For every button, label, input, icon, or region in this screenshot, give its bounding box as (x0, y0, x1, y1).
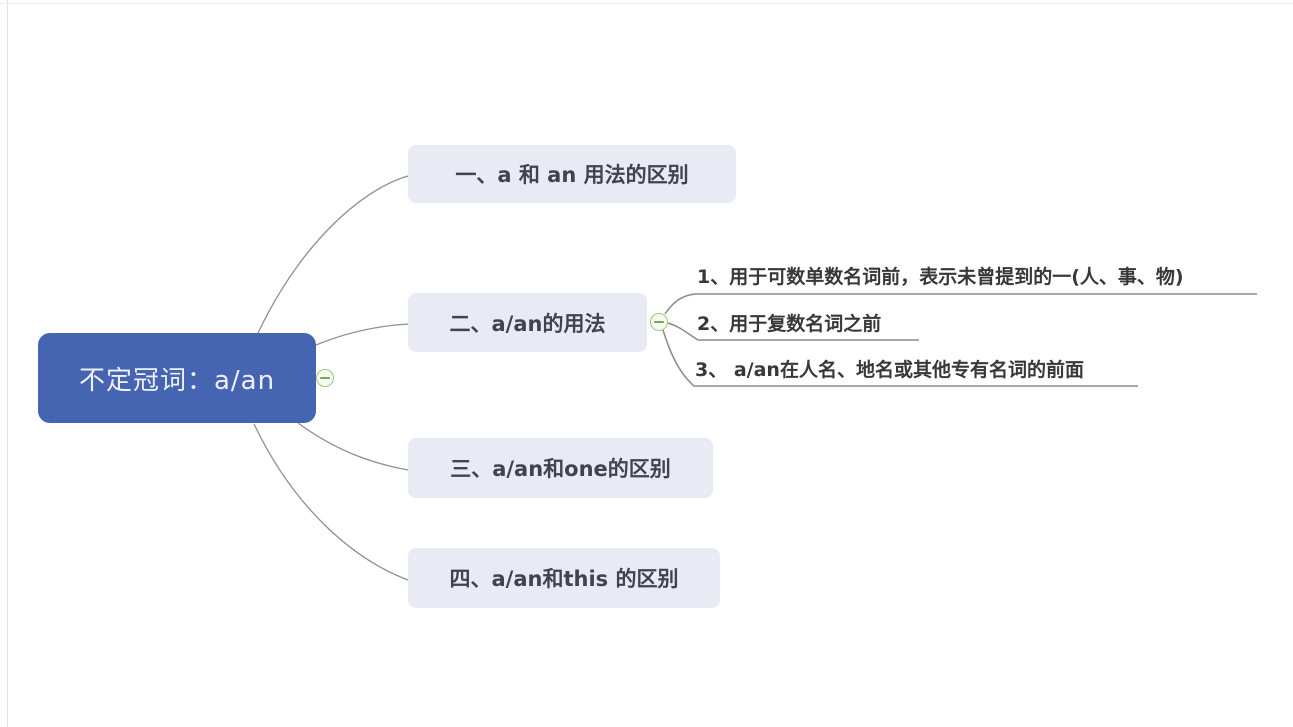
branch-topic-2-label: 二、a/an的用法 (449, 311, 606, 336)
branch-topic-1[interactable]: 一、a 和 an 用法的区别 (408, 145, 736, 203)
branch-topic-4[interactable]: 四、a/an和this 的区别 (408, 548, 720, 608)
minus-icon (654, 321, 664, 323)
root-topic[interactable]: 不定冠词：a/an (38, 333, 316, 423)
connector-root-branch-2 (315, 323, 409, 346)
connector-branch2-sub-1 (664, 293, 1257, 315)
root-collapse-icon[interactable] (316, 369, 334, 387)
branch-topic-2[interactable]: 二、a/an的用法 (408, 293, 647, 352)
connector-branch2-sub-2 (667, 322, 919, 341)
branch-topic-4-label: 四、a/an和this 的区别 (449, 567, 679, 591)
sub-topic-3[interactable]: 3、 a/an在人名、地名或其他专有名词的前面 (695, 359, 1084, 381)
sub-topic-1[interactable]: 1、用于可数单数名词前，表示未曾提到的一(人、事、物) (697, 266, 1184, 288)
connector-root-branch-3 (297, 422, 409, 471)
sub-topic-2[interactable]: 2、用于复数名词之前 (697, 313, 882, 335)
canvas-top-edge (0, 3, 1293, 4)
connector-root-branch-4 (253, 423, 409, 581)
branch-topic-3-label: 三、a/an和one的区别 (450, 457, 671, 481)
branch-topic-1-label: 一、a 和 an 用法的区别 (455, 163, 689, 187)
branch2-collapse-icon[interactable] (650, 313, 668, 331)
minus-icon (320, 377, 330, 379)
branch-topic-3[interactable]: 三、a/an和one的区别 (408, 438, 713, 498)
root-topic-label: 不定冠词：a/an (78, 365, 276, 396)
connector-root-branch-1 (257, 175, 409, 334)
canvas-left-edge (7, 0, 8, 727)
connector-branch2-sub-3 (662, 329, 1138, 387)
